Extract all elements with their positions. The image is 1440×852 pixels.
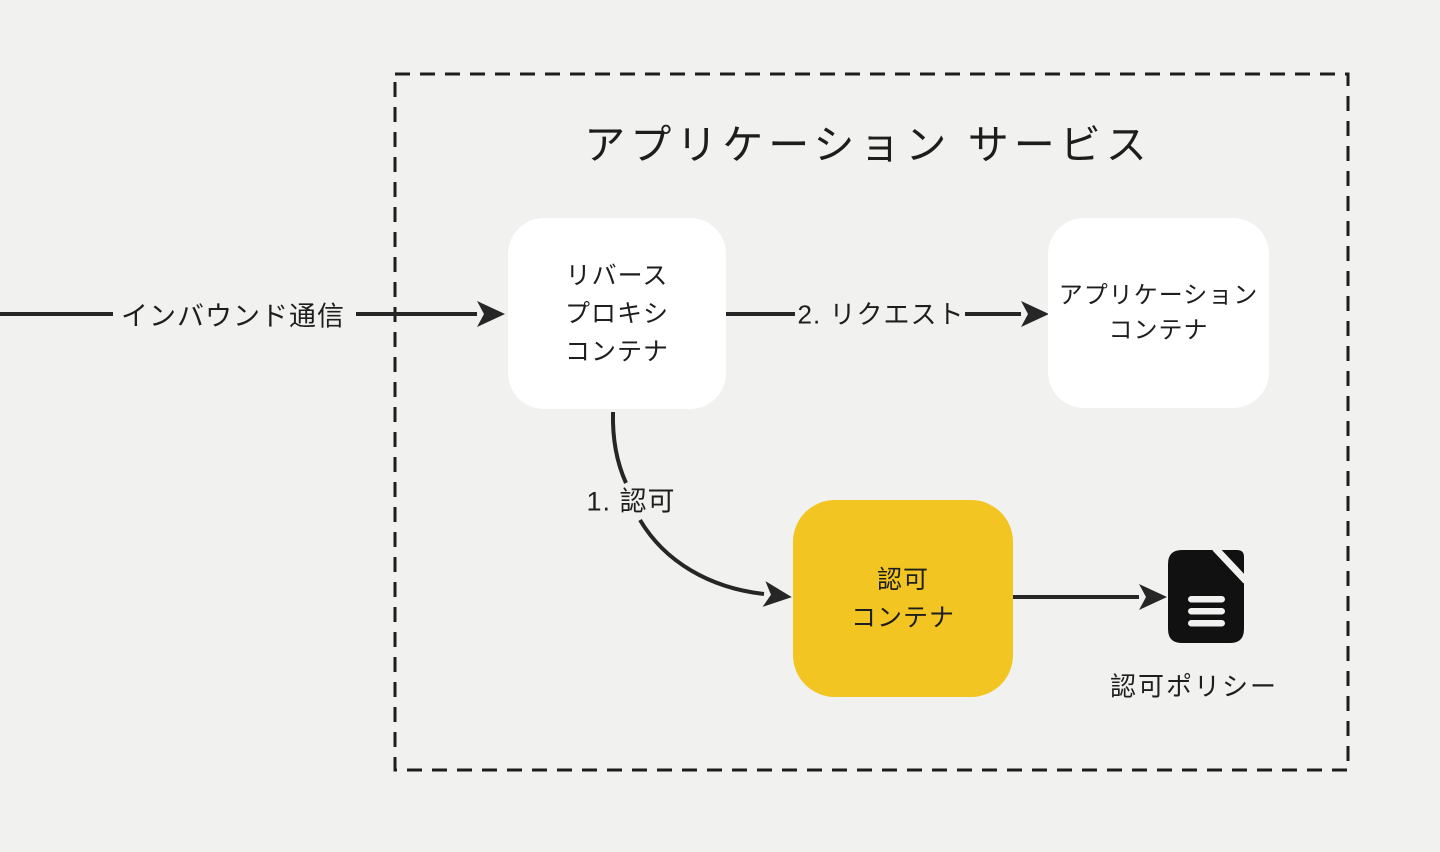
- node-label-line: コンテナ: [1108, 317, 1209, 344]
- authorization-container-node: 認可 コンテナ: [793, 500, 1013, 697]
- application-container-node: アプリケーション コンテナ: [1048, 218, 1269, 408]
- node-label-line: コンテナ: [850, 603, 955, 632]
- service-boundary-title: アプリケーション サービス: [584, 122, 1152, 168]
- inbound-traffic-label: インバウンド通信: [121, 301, 345, 332]
- authorize-step-label: 1. 認可: [586, 486, 676, 517]
- service-boundary-dashed-box: [393, 72, 1350, 772]
- node-label-line: リバース: [565, 261, 669, 290]
- authorize-arrow: [638, 518, 792, 607]
- authorize-arrow-segment: [610, 411, 628, 484]
- node-label-line: コンテナ: [564, 337, 669, 366]
- reverse-proxy-container-node: リバース プロキシ コンテナ: [508, 218, 726, 409]
- node-label-line: プロキシ: [564, 299, 669, 328]
- document-icon: [1168, 550, 1244, 643]
- authorization-policy-label: 認可ポリシー: [1109, 671, 1279, 702]
- request-step-label: 2. リクエスト: [797, 299, 965, 330]
- node-label-line: アプリケーション: [1058, 282, 1259, 309]
- node-label-line: 認可: [876, 565, 929, 594]
